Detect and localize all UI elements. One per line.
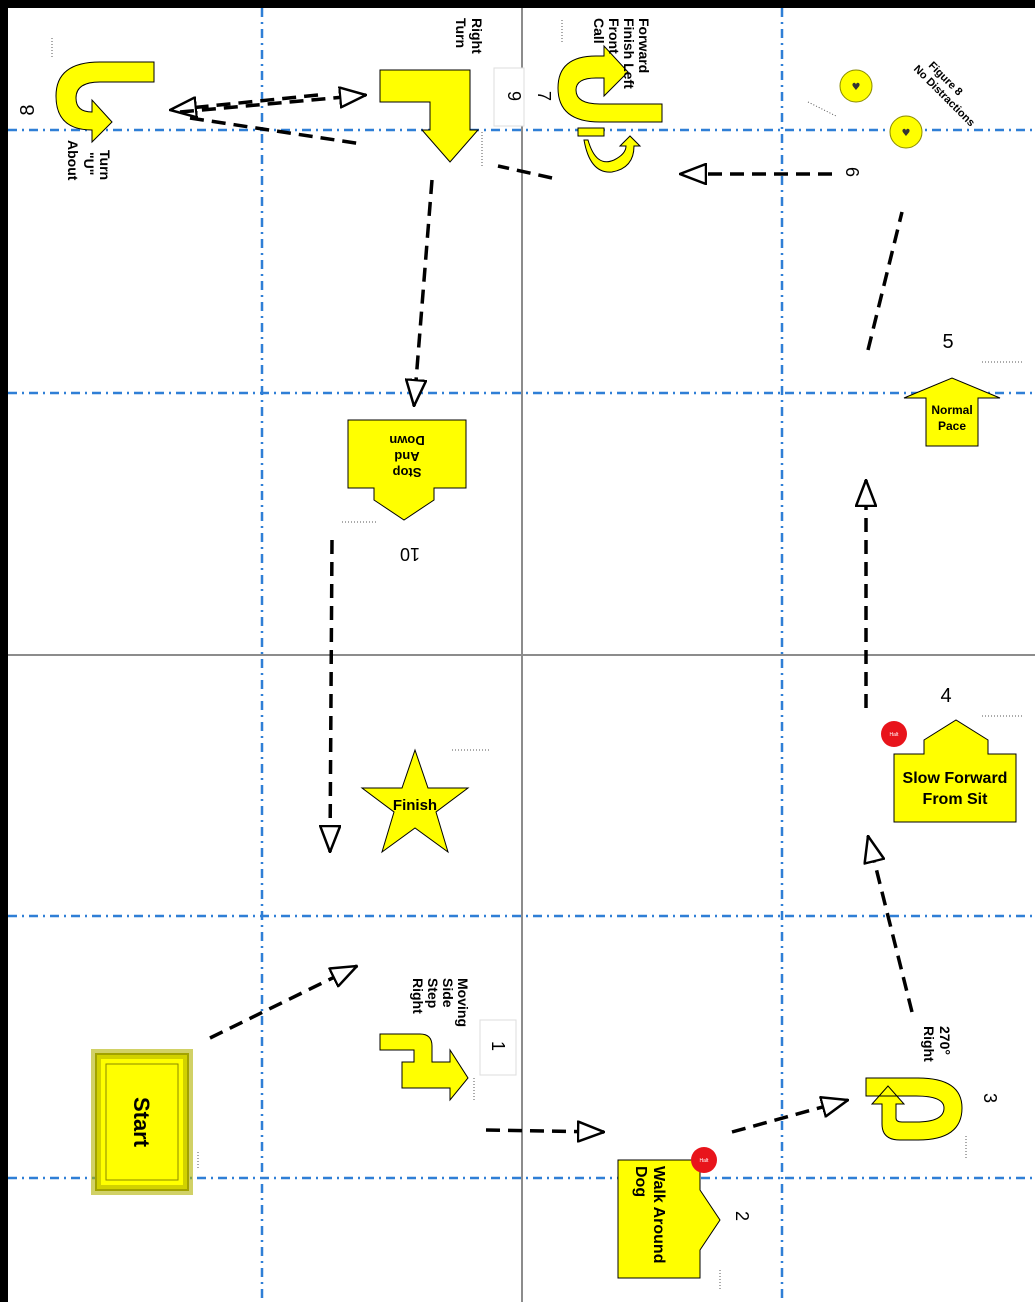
station-4-label-line2: From Sit (923, 791, 989, 808)
station-5-label-line1: Normal (931, 403, 972, 417)
path-2-to-3 (731, 1100, 848, 1134)
station-3: 270° Right 3 (865, 1026, 1000, 1141)
path-3-to-4 (868, 836, 914, 1013)
normal-pace-arrow-icon (903, 377, 1001, 447)
path-1-to-2 (485, 1130, 604, 1132)
station-2: Walk Around Dog Halt 2 (617, 1147, 752, 1279)
svg-text:And: And (394, 449, 419, 464)
path-9-to-10 (414, 179, 434, 406)
station-6-number: 6 (842, 167, 862, 177)
svg-text:Turn: Turn (97, 150, 113, 180)
270-right-turn-icon (865, 1077, 963, 1141)
station-4-number: 4 (940, 685, 951, 707)
pylon-heart-icon: ♥ (852, 82, 861, 93)
star-icon (360, 748, 470, 854)
svg-text:Dog: Dog (632, 1166, 649, 1197)
station-5-label-line2: Pace (938, 419, 966, 433)
finish-left-loop-icon (577, 127, 642, 173)
station-9-number: 9 (504, 91, 524, 101)
svg-text:Right: Right (469, 18, 485, 54)
svg-text:Finish Left: Finish Left (621, 18, 637, 89)
about-u-turn-icon (55, 61, 155, 144)
svg-text:Walk Around: Walk Around (650, 1166, 667, 1263)
station-4: Slow Forward From Sit Halt 4 (881, 685, 1017, 823)
halt-sign-icon (881, 721, 907, 747)
station-4-label-line1: Slow Forward (903, 770, 1008, 787)
call-front-finish-left-icon (557, 44, 663, 123)
side-step-right-icon (379, 1033, 469, 1102)
svg-text:Stop: Stop (393, 465, 422, 480)
station-2-label: Walk Around Dog (632, 1166, 667, 1263)
path-7-to-9 (497, 164, 553, 180)
svg-text:"U": "U" (81, 152, 97, 175)
stop-and-down-arrow-icon (347, 419, 467, 521)
station-7-number: 7 (534, 91, 554, 101)
sign-code-marks (51, 20, 1022, 1290)
svg-text:Right: Right (410, 978, 426, 1014)
path-10-to-finish (330, 539, 332, 852)
path-start-to-1 (209, 964, 357, 1040)
station-2-number: 2 (732, 1211, 752, 1221)
station-10: Stop And Down 10 (347, 419, 467, 564)
station-3-label: 270° Right (921, 1026, 953, 1062)
station-10-number: 10 (400, 544, 420, 564)
station-start: Start (91, 1049, 193, 1195)
pylon-heart-icon: ♥ (902, 128, 911, 139)
svg-text:Call: Call (591, 18, 607, 44)
svg-text:Forward: Forward (636, 18, 652, 73)
svg-text:Turn: Turn (453, 18, 469, 48)
station-5: Normal Pace 5 (903, 331, 1001, 447)
halt-text: Halt (700, 1158, 710, 1164)
svg-text:Side: Side (440, 978, 456, 1008)
start-block-icon (91, 1049, 193, 1195)
path-8-return (189, 116, 363, 146)
pylon-icon (839, 69, 873, 103)
svg-text:About: About (65, 140, 81, 181)
right-turn-icon (379, 69, 480, 163)
path-8-to-9 (179, 95, 366, 114)
station-finish: Finish (360, 748, 470, 854)
svg-text:Down: Down (389, 433, 424, 448)
station-7-label: Call Front Finish Left Forward (591, 18, 652, 89)
pylon-icon (889, 115, 923, 149)
halt-text: Halt (890, 732, 900, 738)
slow-forward-arrow-icon (893, 719, 1017, 823)
finish-label: Finish (393, 797, 437, 814)
center-lines (8, 8, 1035, 1302)
station-5-number: 5 (942, 331, 953, 353)
path-5-to-6 (866, 211, 904, 351)
station-7: Call Front Finish Left Forward 7 (534, 18, 663, 173)
station-1: Moving Side Step Right 1 (379, 978, 517, 1102)
station-1-label: Moving Side Step Right (410, 978, 471, 1027)
station-3-number: 3 (980, 1093, 1000, 1103)
station-9: Right Turn 9 (379, 18, 525, 163)
station-8-number: 8 (17, 104, 39, 115)
svg-text:270°: 270° (937, 1026, 953, 1055)
station-8: About "U" Turn 8 (17, 61, 155, 181)
svg-text:Front: Front (606, 18, 622, 54)
svg-text:Moving: Moving (455, 978, 471, 1027)
station-8-label: About "U" Turn (65, 140, 113, 181)
path-9-to-8 (170, 93, 319, 110)
svg-text:Right: Right (921, 1026, 937, 1062)
course-path (170, 93, 914, 1134)
station-1-number: 1 (488, 1041, 508, 1051)
station-9-label: Right Turn (453, 18, 485, 54)
start-label: Start (129, 1097, 154, 1148)
halt-sign-icon (691, 1147, 717, 1173)
station-10-label: Stop And Down (389, 433, 424, 480)
svg-text:Step: Step (425, 978, 441, 1008)
